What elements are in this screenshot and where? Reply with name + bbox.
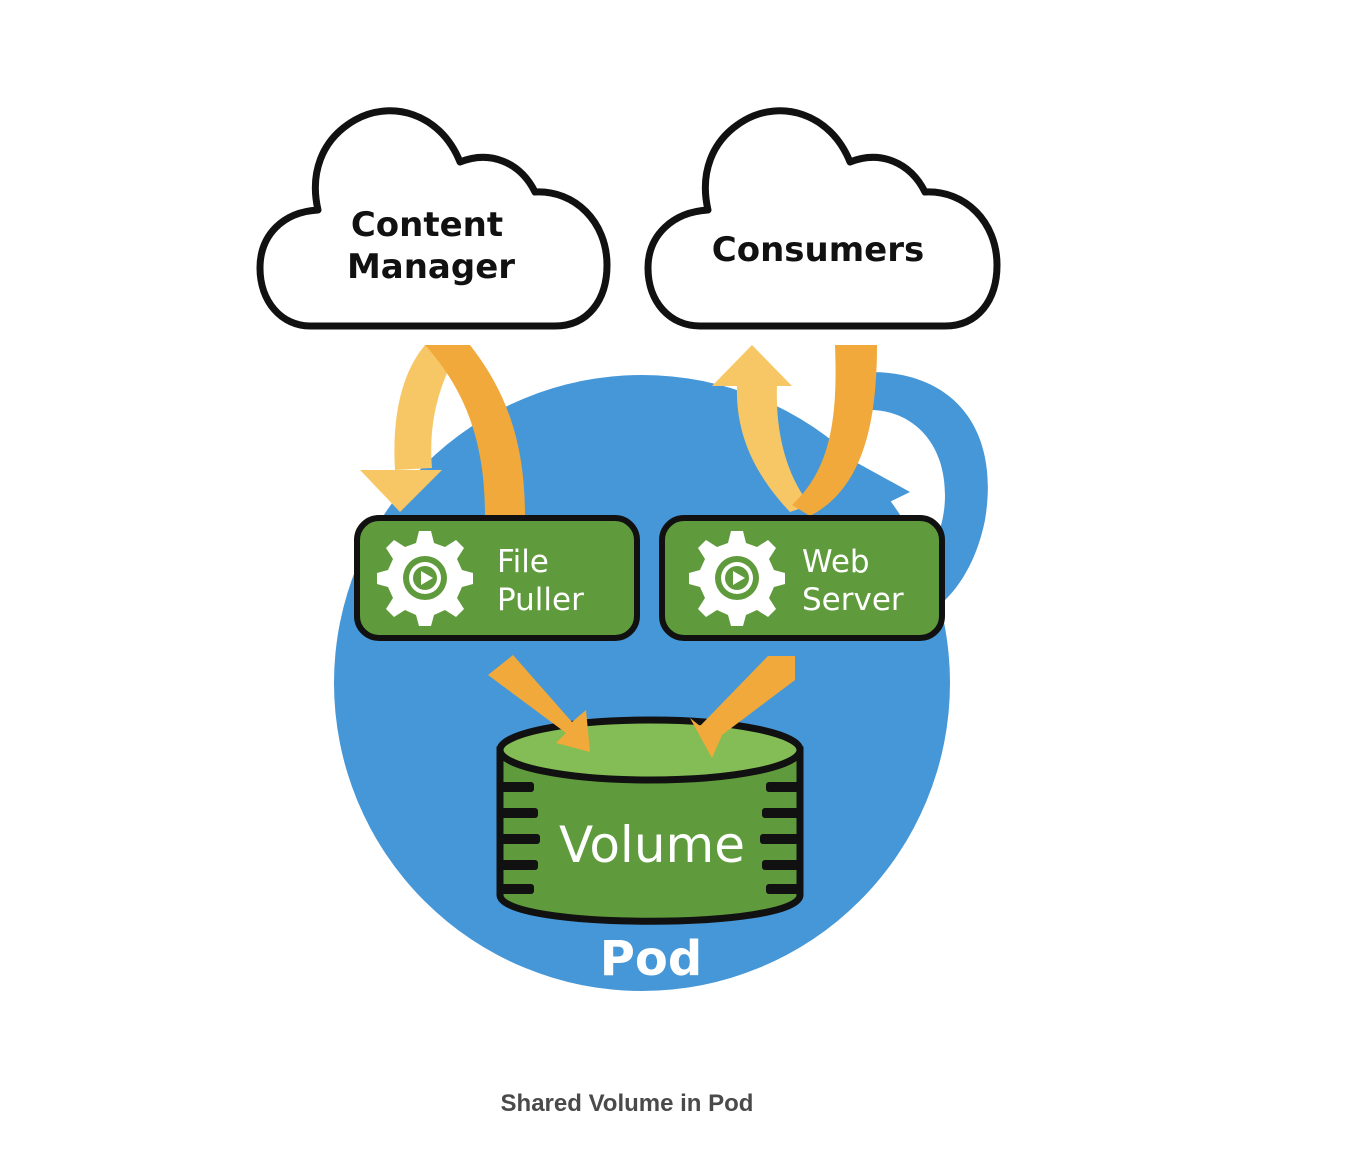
web-server-label-line2: Server — [802, 582, 904, 618]
right-loop-arrowhead — [712, 345, 792, 386]
cloud-consumers: Consumers — [644, 107, 1001, 330]
consumers-label: Consumers — [712, 230, 924, 270]
web-server-label-line1: Web — [802, 544, 870, 580]
web-server-to-consumers-arrow — [712, 345, 877, 516]
gear-play-icon — [689, 531, 785, 626]
volume-body — [496, 746, 804, 925]
right-loop-arrow-light — [736, 385, 810, 512]
cloud-consumers-shape — [644, 107, 1001, 330]
pod-label: Pod — [600, 931, 703, 987]
file-puller-label-line2: Puller — [497, 582, 584, 618]
left-loop-arrow-dark — [425, 345, 525, 516]
cloud-content-manager-shape — [256, 107, 611, 330]
cloud-content-manager: Content Manager — [256, 107, 611, 330]
volume-side-stripes — [500, 782, 800, 894]
file-puller-to-volume-arrow — [488, 655, 590, 752]
content-to-file-puller-arrow — [360, 345, 525, 516]
volume-cylinder: Volume — [496, 716, 804, 925]
web-server-to-volume-arrow — [690, 656, 795, 758]
volume-top — [496, 716, 804, 784]
left-loop-arrowhead — [360, 470, 442, 512]
volume-label: Volume — [559, 816, 745, 874]
content-manager-label-line1: Content — [351, 205, 503, 245]
container-file-puller: File Puller — [354, 515, 640, 641]
gear-play-icon — [377, 531, 473, 626]
figure-caption: Shared Volume in Pod — [500, 1090, 754, 1117]
file-puller-label-line1: File — [497, 544, 549, 580]
left-loop-arrow-light — [394, 345, 462, 470]
right-loop-arrow-dark — [792, 345, 877, 516]
container-web-server: Web Server — [659, 515, 945, 641]
pod-loop — [870, 372, 988, 612]
content-manager-label-line2: Manager — [347, 247, 515, 287]
